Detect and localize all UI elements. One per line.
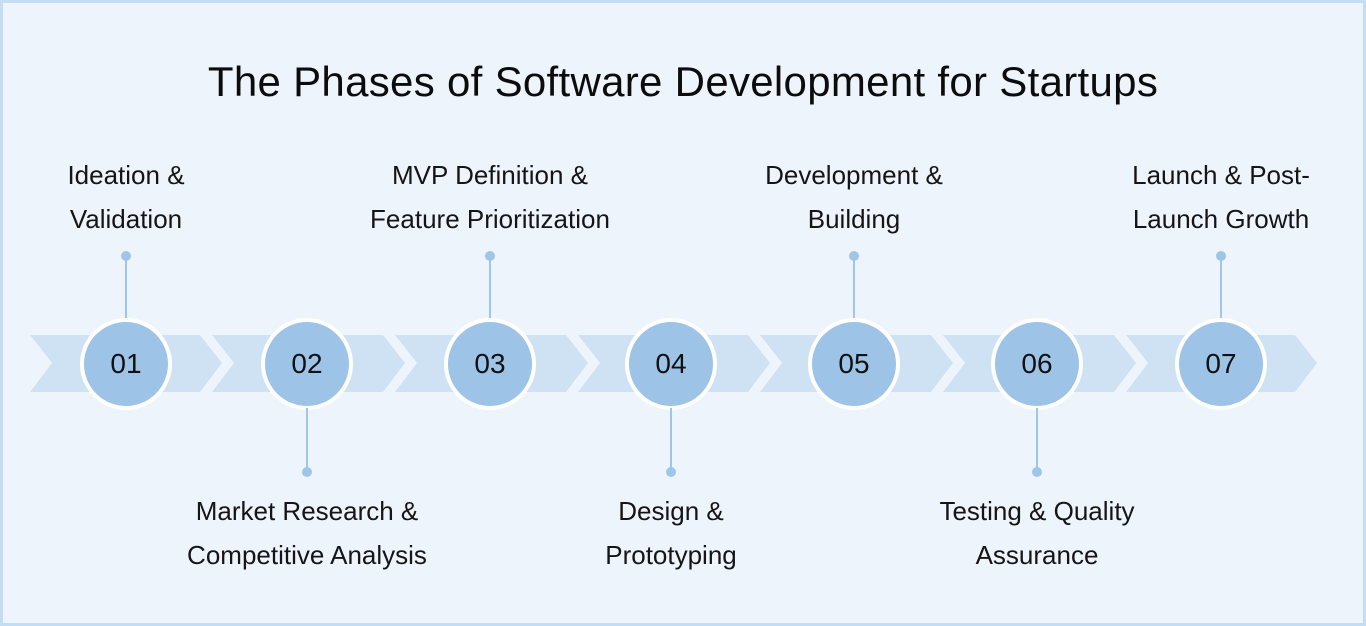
step-07-number: 07 (1205, 348, 1237, 379)
step-03-label-line2: Feature Prioritization (370, 204, 610, 234)
step-06-label-line2: Assurance (975, 540, 1099, 570)
step-06-connector-line (1036, 408, 1038, 472)
step-04-label: Design & Prototyping (511, 489, 831, 577)
step-02-number: 02 (291, 348, 323, 379)
step-04-circle: 04 (625, 318, 717, 410)
step-04-label-line2: Prototyping (605, 540, 737, 570)
step-01-label-line1: Ideation & (67, 160, 185, 190)
step-02-label-line1: Market Research & (195, 496, 419, 526)
step-06-connector-dot (1032, 467, 1042, 477)
step-03-connector-line (489, 256, 491, 322)
step-07-label-line2: Launch Growth (1132, 204, 1310, 234)
step-06-number: 06 (1021, 348, 1053, 379)
step-05-circle: 05 (808, 318, 900, 410)
step-01-connector-line (125, 256, 127, 322)
step-02-circle: 02 (261, 318, 353, 410)
step-02-label-line2: Competitive Analysis (187, 540, 427, 570)
step-07-label-line1: Launch & Post- (1132, 160, 1310, 190)
step-03-number: 03 (474, 348, 506, 379)
step-04-label-line1: Design & (618, 496, 724, 526)
step-07-circle: 07 (1175, 318, 1267, 410)
step-06-label: Testing & Quality Assurance (877, 489, 1197, 577)
step-05-number: 05 (838, 348, 870, 379)
step-02-connector-dot (302, 467, 312, 477)
step-05-label-line1: Development & (765, 160, 943, 190)
step-01-number: 01 (110, 348, 142, 379)
step-05-label-line2: Building (807, 204, 901, 234)
step-03-label-line1: MVP Definition & (391, 160, 589, 190)
step-03-circle: 03 (444, 318, 536, 410)
step-06-circle: 06 (991, 318, 1083, 410)
step-07-connector-line (1220, 256, 1222, 322)
diagram-title: The Phases of Software Development for S… (207, 58, 1159, 105)
step-04-connector-line (670, 408, 672, 472)
step-07-label: Launch & Post- Launch Growth (1061, 153, 1366, 241)
step-04-connector-dot (666, 467, 676, 477)
step-02-connector-line (306, 408, 308, 472)
step-05-connector-line (853, 256, 855, 322)
step-01-circle: 01 (80, 318, 172, 410)
step-02-label: Market Research & Competitive Analysis (147, 489, 467, 577)
step-03-label: MVP Definition & Feature Prioritization (330, 153, 650, 241)
step-04-number: 04 (655, 348, 687, 379)
step-05-label: Development & Building (694, 153, 1014, 241)
step-06-label-line1: Testing & Quality (939, 496, 1135, 526)
step-01-label: Ideation & Validation (0, 153, 286, 241)
step-01-label-line2: Validation (69, 204, 183, 234)
